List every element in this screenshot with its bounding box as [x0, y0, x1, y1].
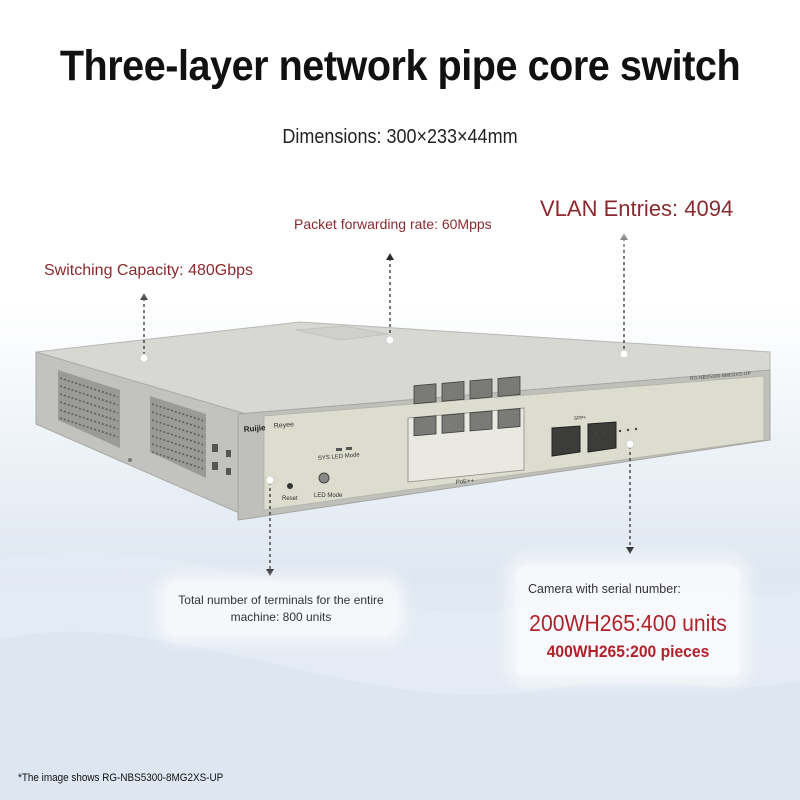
dimensions-text: Dimensions: 300×233×44mm — [282, 126, 518, 148]
camera-line-400wh265: 400WH265:200 pieces — [546, 642, 710, 661]
total-terminals-label: Total number of terminals for the entire… — [168, 586, 394, 632]
rj45-port-block — [407, 376, 525, 483]
camera-heading: Camera with serial number: — [528, 582, 681, 596]
callout-dot-packet — [385, 335, 395, 345]
sys-led-label: SYS LED Mode — [318, 452, 361, 462]
page-title: Three-layer network pipe core switch — [59, 42, 741, 90]
led-mode-label: LED Mode — [314, 493, 343, 499]
switching-capacity-label: Switching Capacity: 480Gbps — [38, 258, 259, 284]
sub-brand-logo: Reyee — [274, 421, 295, 430]
callout-dot-terminals — [265, 475, 275, 485]
model-label: RG-NBS5300-8MG2XS-UP — [690, 371, 752, 382]
camera-line-200wh265: 200WH265:400 units — [529, 610, 727, 636]
callout-lines — [143, 238, 631, 570]
sfp-port-block — [551, 421, 617, 457]
vlan-entries-label: VLAN Entries: 4094 — [526, 186, 748, 232]
brand-logo: Ruijie — [243, 423, 266, 434]
led-mode-button — [318, 472, 330, 484]
reset-label: Reset — [282, 496, 298, 502]
callout-dot-vlan — [619, 349, 629, 359]
packet-forwarding-label: Packet forwarding rate: 60Mpps — [288, 212, 498, 236]
reset-button — [287, 483, 293, 489]
camera-info-box: Camera with serial number: 200WH265:400 … — [516, 566, 740, 676]
poe-label: PoE++ — [456, 478, 475, 486]
callout-dot-camera — [625, 439, 635, 449]
callout-dot-switching — [139, 353, 149, 363]
footnote: *The image shows RG-NBS5300-8MG2XS-UP — [18, 772, 224, 784]
sfp-label: SFP+ — [574, 415, 587, 422]
